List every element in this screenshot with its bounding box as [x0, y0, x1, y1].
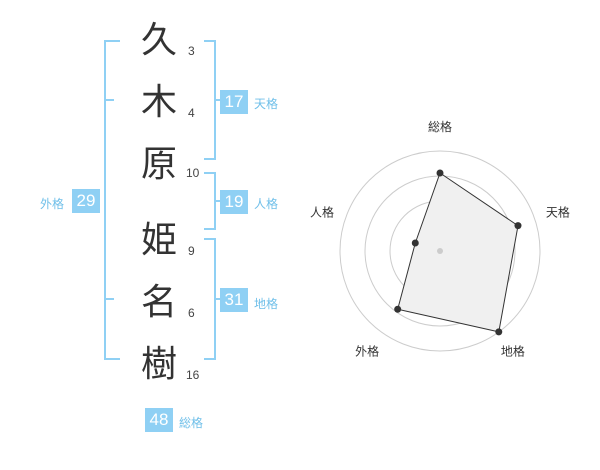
gaikaku-bracket — [104, 40, 120, 360]
radar-axis-label-5: 人格 — [310, 205, 334, 220]
stroke-count-1: 3 — [188, 44, 195, 58]
bracket-tick — [216, 99, 222, 101]
gaikaku-label: 外格 — [40, 197, 65, 211]
radar-point-5 — [411, 239, 419, 247]
name-char-5: 名 — [140, 282, 177, 323]
jinkaku-label: 人格 — [254, 197, 279, 211]
name-char-2: 木 — [140, 82, 177, 123]
bracket-tick — [104, 99, 114, 101]
stroke-count-4: 9 — [188, 244, 195, 258]
tenkaku-badge: 17 — [220, 90, 248, 114]
bracket-tick — [104, 298, 114, 300]
radar-point-1 — [436, 169, 444, 177]
stroke-count-6: 16 — [186, 368, 200, 382]
radar-axis-label-1: 総格 — [428, 119, 452, 134]
chikaku-badge: 31 — [220, 288, 248, 312]
radar-axis-label-4: 外格 — [355, 343, 379, 358]
stroke-count-3: 10 — [186, 166, 200, 180]
tenkaku-bracket — [204, 40, 216, 160]
name-char-3: 原 — [140, 144, 177, 185]
name-char-4: 姫 — [140, 220, 177, 261]
name-char-6: 樹 — [140, 344, 177, 385]
tenkaku-label: 天格 — [254, 97, 279, 111]
radar-point-4 — [394, 305, 402, 313]
bracket-tick — [216, 200, 222, 202]
stroke-count-5: 6 — [188, 306, 195, 320]
jinkaku-badge: 19 — [220, 190, 248, 214]
radar-point-3 — [495, 328, 503, 336]
radar-axis-label-2: 天格 — [546, 205, 570, 220]
soukaku-badge: 48 — [145, 408, 173, 432]
radar-center — [437, 248, 443, 254]
radar-ring — [339, 150, 541, 352]
stroke-count-2: 4 — [188, 106, 195, 120]
radar-axis-label-3: 地格 — [501, 343, 525, 358]
name-char-1: 久 — [140, 20, 177, 61]
chikaku-label: 地格 — [254, 297, 279, 311]
gaikaku-badge: 29 — [72, 189, 100, 213]
radar-point-2 — [514, 222, 522, 230]
bracket-tick — [216, 298, 222, 300]
soukaku-label: 総格 — [179, 416, 204, 430]
radar-area — [397, 172, 519, 333]
jinkaku-bracket — [204, 172, 216, 230]
chikaku-bracket — [204, 238, 216, 360]
